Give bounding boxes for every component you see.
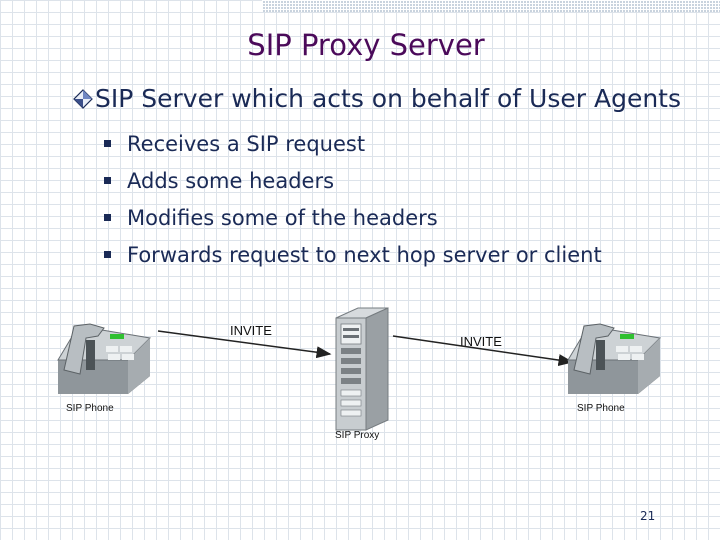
invite-arrow-right	[392, 335, 574, 366]
main-bullet: SIP Server which acts on behalf of User …	[72, 84, 681, 113]
square-bullet-icon	[104, 214, 111, 221]
slide-title: SIP Proxy Server	[247, 28, 485, 62]
square-bullet-icon	[104, 177, 111, 184]
sub-bullet-item: Adds some headers	[104, 162, 602, 199]
right-phone-icon	[567, 323, 662, 394]
sub-bullet-item: Receives a SIP request	[104, 125, 602, 162]
square-bullet-icon	[104, 140, 111, 147]
diamond-bullet-icon	[73, 88, 93, 109]
sub-bullet-text: Modifies some of the headers	[127, 205, 438, 230]
invite-label-right: INVITE	[460, 334, 502, 349]
right-phone-label: SIP Phone	[577, 403, 625, 414]
invite-arrow-left	[157, 330, 332, 359]
proxy-label: SIP Proxy	[335, 430, 379, 441]
invite-label-left: INVITE	[230, 323, 272, 338]
sip-diagram: SIP Phone INVITE SIP Proxy INVITE SIP	[57, 307, 662, 441]
server-icon	[335, 307, 389, 431]
left-phone-label: SIP Phone	[66, 403, 114, 414]
sub-bullet-text: Adds some headers	[127, 168, 335, 193]
page-number: 21	[640, 509, 656, 523]
sub-bullet-item: Modifies some of the headers	[104, 199, 602, 236]
sub-bullet-list: Receives a SIP request Adds some headers…	[104, 125, 602, 273]
sub-bullet-item: Forwards request to next hop server or c…	[104, 236, 602, 273]
header-band	[262, 0, 720, 12]
main-bullet-text: SIP Server which acts on behalf of User …	[95, 84, 681, 113]
sub-bullet-text: Forwards request to next hop server or c…	[127, 242, 602, 267]
square-bullet-icon	[104, 251, 111, 258]
sub-bullet-text: Receives a SIP request	[127, 131, 366, 156]
left-phone-icon	[57, 323, 152, 394]
